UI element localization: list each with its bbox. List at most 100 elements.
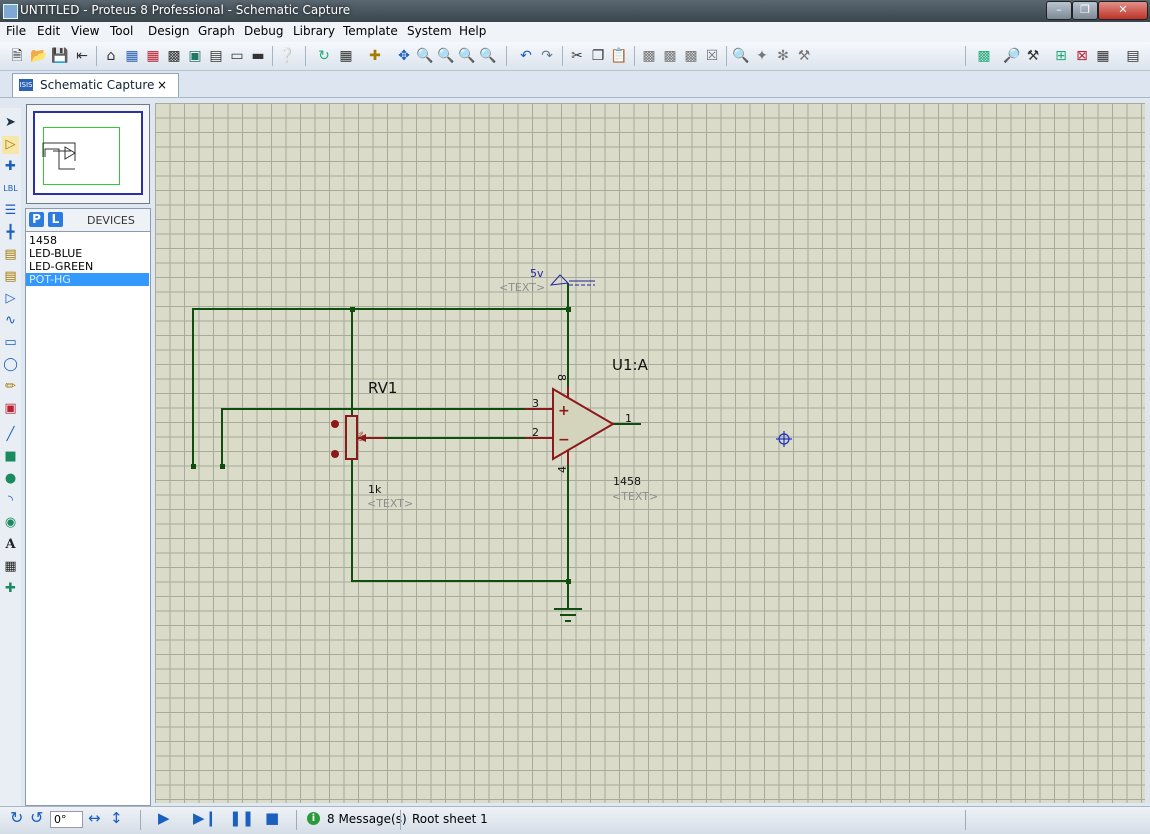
pick-devices-button[interactable]: P: [29, 212, 44, 227]
arc-2d-icon[interactable]: ◝: [7, 493, 14, 508]
list-item-selected[interactable]: POT-HG: [26, 273, 149, 286]
path-2d-icon[interactable]: ◉: [4, 515, 17, 530]
paste-icon[interactable]: 📋: [610, 48, 628, 64]
refresh-icon[interactable]: ↻: [318, 48, 330, 64]
zoom-out-icon[interactable]: 🔍: [437, 48, 455, 64]
rotate-cw-icon[interactable]: ↻: [10, 808, 24, 827]
home-icon[interactable]: ⌂: [106, 48, 116, 64]
tab-close-icon[interactable]: ×: [157, 78, 168, 92]
subcircuit-icon[interactable]: ▤: [4, 247, 17, 262]
junction-dot-icon[interactable]: ✚: [5, 159, 16, 174]
stop-icon[interactable]: ■: [265, 809, 280, 827]
text-script-icon[interactable]: ☰: [4, 203, 17, 218]
step-icon[interactable]: ▶❙: [193, 809, 218, 827]
menu-tool[interactable]: Tool: [110, 24, 134, 38]
menu-system[interactable]: System: [407, 24, 452, 38]
block-rotate-icon[interactable]: ▩: [684, 48, 698, 64]
zoom-area-icon[interactable]: 🔍: [479, 48, 497, 64]
gerber-icon[interactable]: ▩: [167, 48, 181, 64]
menu-graph[interactable]: Graph: [198, 24, 235, 38]
source-code-icon[interactable]: ▤: [209, 48, 223, 64]
play-icon[interactable]: ▶: [158, 809, 170, 827]
generator-mode-icon[interactable]: ◯: [3, 357, 18, 372]
terminals-icon[interactable]: ▤: [4, 269, 17, 284]
menu-library[interactable]: Library: [293, 24, 335, 38]
line-2d-icon[interactable]: ╱: [6, 427, 15, 442]
menu-template[interactable]: Template: [343, 24, 398, 38]
notes-icon[interactable]: ▬: [251, 48, 265, 64]
pcb-icon[interactable]: ▦: [146, 48, 160, 64]
packaging-tool-icon[interactable]: ✻: [777, 48, 789, 64]
netlist-icon[interactable]: ▤: [1126, 48, 1140, 64]
list-item[interactable]: LED-BLUE: [29, 247, 83, 260]
make-device-icon[interactable]: ✦: [756, 48, 768, 64]
bom-icon[interactable]: ▣: [188, 48, 202, 64]
maximize-button[interactable]: ❐: [1072, 1, 1098, 20]
menu-file[interactable]: File: [6, 24, 27, 38]
exit-to-parent-icon[interactable]: ▦: [1096, 48, 1110, 64]
pan-icon[interactable]: ✥: [398, 48, 410, 64]
menu-view[interactable]: View: [71, 24, 100, 38]
search-tag-icon[interactable]: 🔎: [1003, 48, 1021, 64]
new-file-icon[interactable]: 🗎: [11, 48, 23, 64]
menu-design[interactable]: Design: [148, 24, 190, 38]
decompose-icon[interactable]: ⚒: [797, 48, 811, 64]
list-item[interactable]: 1458: [29, 234, 57, 247]
tape-recorder-icon[interactable]: ▭: [4, 335, 17, 350]
remove-sheet-icon[interactable]: ⊠: [1076, 48, 1088, 64]
save-icon[interactable]: 💾: [51, 48, 69, 64]
mirror-vertical-icon[interactable]: ↕: [110, 809, 123, 827]
copy-icon[interactable]: ❐: [591, 48, 605, 64]
grid-icon[interactable]: ▦: [339, 48, 353, 64]
block-delete-icon[interactable]: ☒: [705, 48, 719, 64]
property-tool-icon[interactable]: ⚒: [1026, 48, 1040, 64]
wire-autorouter-icon[interactable]: ▩: [977, 48, 991, 64]
rotate-ccw-icon[interactable]: ↺: [30, 808, 44, 827]
marker-2d-icon[interactable]: ✚: [5, 581, 16, 596]
pick-device-icon[interactable]: 🔍: [732, 48, 750, 64]
import-icon[interactable]: ⇤: [76, 48, 88, 64]
menu-debug[interactable]: Debug: [244, 24, 284, 38]
wire-label-icon[interactable]: LBL: [3, 184, 18, 193]
library-manager-button[interactable]: L: [48, 212, 63, 227]
block-move-icon[interactable]: ▩: [663, 48, 677, 64]
open-folder-icon[interactable]: 📂: [30, 48, 48, 64]
overview-window[interactable]: [26, 104, 150, 204]
pause-icon[interactable]: ❚❚: [229, 809, 255, 827]
mirror-horizontal-icon[interactable]: ↔: [88, 809, 101, 827]
rotation-angle-field[interactable]: 0°: [50, 811, 83, 828]
messages-count[interactable]: 8 Message(s): [327, 812, 407, 826]
redo-icon[interactable]: ↷: [541, 48, 553, 64]
undo-icon[interactable]: ↶: [520, 48, 532, 64]
origin-icon[interactable]: ✚: [369, 48, 381, 64]
selection-mode-icon[interactable]: ➤: [5, 115, 16, 130]
menu-edit[interactable]: Edit: [37, 24, 61, 38]
minimize-button[interactable]: –: [1046, 1, 1072, 20]
tab-schematic-capture[interactable]: ISIS Schematic Capture ×: [12, 73, 179, 97]
list-item[interactable]: LED-GREEN: [29, 260, 94, 273]
help-icon[interactable]: ❔: [278, 48, 296, 64]
zoom-in-icon[interactable]: 🔍: [416, 48, 434, 64]
junction-dot: [350, 307, 355, 312]
box-2d-icon[interactable]: ■: [4, 449, 17, 464]
menu-help[interactable]: Help: [459, 24, 487, 38]
virtual-instruments-icon[interactable]: ▣: [4, 401, 17, 416]
voltage-probe-icon[interactable]: ✏: [5, 379, 16, 394]
schematic-icon[interactable]: ▦: [125, 48, 139, 64]
graph-mode-icon[interactable]: ∿: [5, 313, 16, 328]
canvas-scrollbar[interactable]: [1145, 103, 1150, 803]
component-mode-icon[interactable]: ▷: [2, 136, 19, 154]
text-2d-icon[interactable]: A: [5, 537, 16, 552]
devices-list: 1458 LED-BLUE LED-GREEN POT-HG: [25, 231, 151, 806]
block-copy-icon[interactable]: ▩: [642, 48, 656, 64]
device-pins-icon[interactable]: ▷: [5, 291, 16, 306]
schematic-canvas[interactable]: 5v <TEXT> 0% RV1 1k <TEXT> + −: [155, 103, 1145, 803]
buses-icon[interactable]: ╋: [6, 225, 15, 240]
circle-2d-icon[interactable]: ●: [4, 471, 17, 486]
zoom-all-icon[interactable]: 🔍: [458, 48, 476, 64]
close-button[interactable]: ✕: [1098, 1, 1148, 20]
cut-icon[interactable]: ✂: [571, 48, 583, 64]
new-sheet-icon[interactable]: ⊞: [1055, 48, 1067, 64]
design-explorer-icon[interactable]: ▭: [230, 48, 244, 64]
symbol-2d-icon[interactable]: ▦: [4, 559, 17, 574]
